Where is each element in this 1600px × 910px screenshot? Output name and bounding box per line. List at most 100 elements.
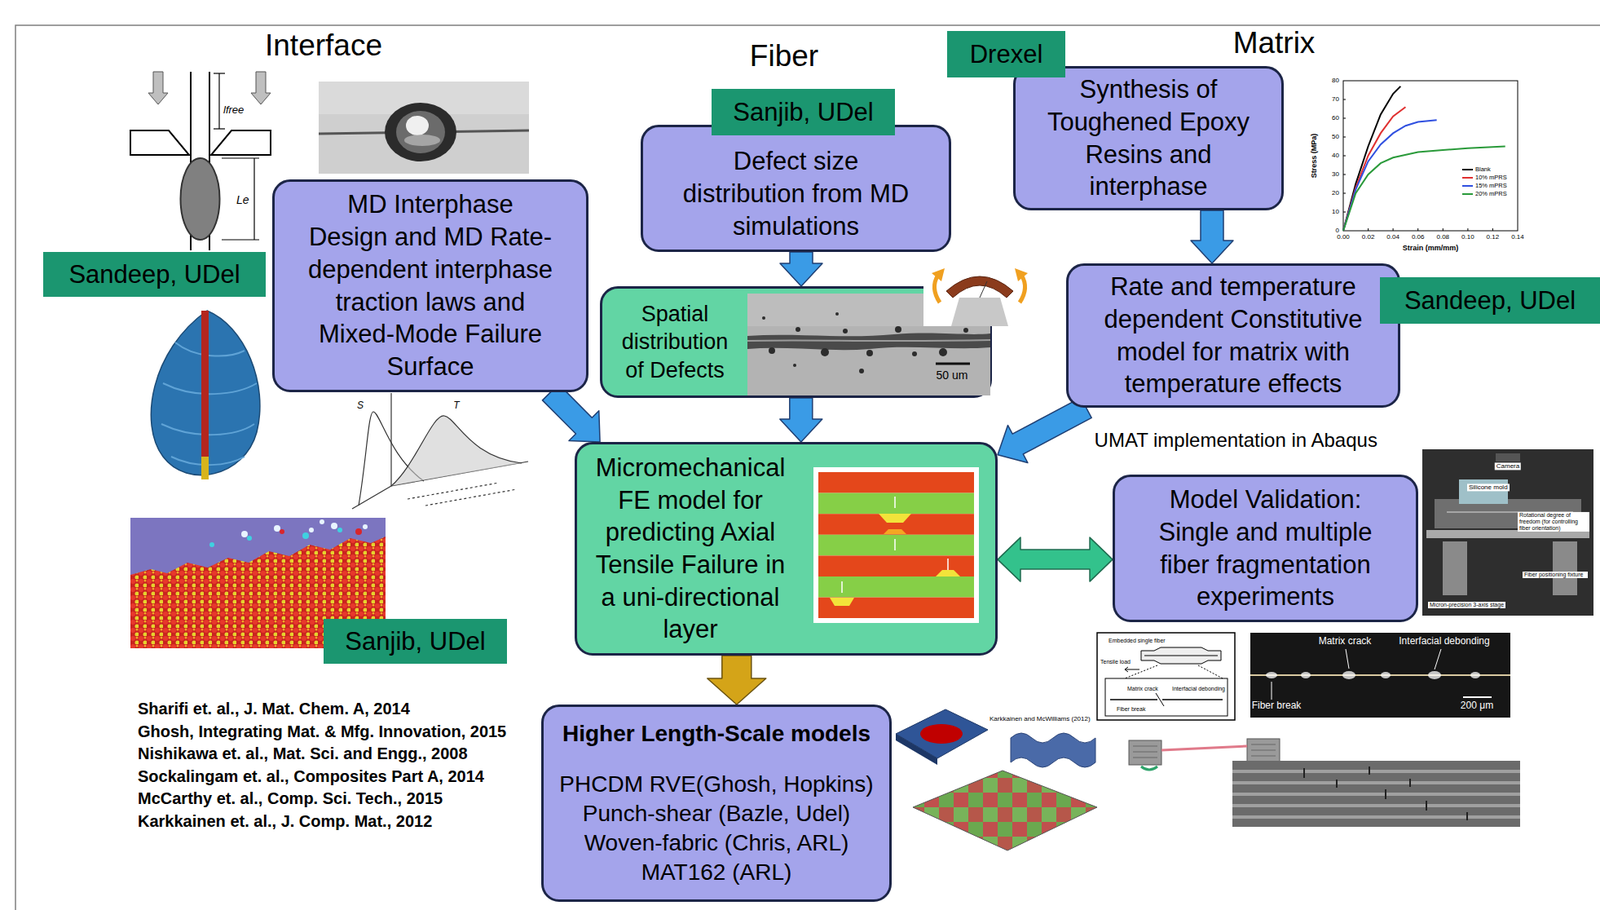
tick-label: 0.00 xyxy=(1336,233,1350,241)
box-text: Sandeep, UDel xyxy=(48,259,261,290)
fe-contour-image-part xyxy=(894,538,896,551)
figure-label-holder: 200 μm xyxy=(1460,700,1494,712)
droplet-photo-part xyxy=(405,115,429,136)
fe-contour-image-part xyxy=(841,581,843,593)
defect-micrograph-part xyxy=(820,348,829,357)
tick-label: 0.08 xyxy=(1436,233,1450,241)
figure-label: Interfacial debonding xyxy=(1398,635,1490,648)
defect-micrograph-part xyxy=(894,326,902,333)
xray-image-part xyxy=(1232,769,1521,773)
clamp-tow-image-part xyxy=(1247,738,1280,763)
fe-contour-image-part xyxy=(894,496,896,508)
defect-micrograph-part xyxy=(793,363,797,367)
reference-text: Sockalingam et. al., Composites Part A, … xyxy=(137,766,485,785)
figure-label-holder: Camera xyxy=(1494,462,1521,470)
figure-label-holder: Fiber break xyxy=(1251,700,1302,712)
legend-text-holder: 10% mPRS xyxy=(1475,174,1508,182)
curved-beam-icon-part xyxy=(931,268,945,282)
box-text: MD Interphase Design and MD Rate-depende… xyxy=(306,188,555,383)
fragmentation-micrograph-part xyxy=(1380,671,1391,679)
higher-scale-model-images xyxy=(895,709,1098,851)
box-text: Sanjib, UDel xyxy=(328,625,503,657)
fragmentation-micrograph-part xyxy=(1265,670,1481,679)
box-text: Sanjib, UDel xyxy=(716,96,891,128)
fragmentation-specimen-schematic-part xyxy=(1141,647,1221,664)
md-atoms-image-part xyxy=(337,527,343,533)
traction-plot-part xyxy=(407,482,517,506)
fragmentation-rig-photo-part xyxy=(1442,541,1468,596)
tick-label-holder: 50 xyxy=(1331,132,1340,141)
xray-image-part xyxy=(1232,792,1521,796)
author-tag: Sandeep, UDel xyxy=(43,251,266,297)
tick-label-holder: 0.04 xyxy=(1386,233,1400,241)
author-tag: Sanjib, UDel xyxy=(711,88,895,136)
droplet-photo-part xyxy=(384,102,457,162)
tick-label-holder: 0.00 xyxy=(1336,233,1350,241)
fragmentation-micrograph-part xyxy=(1250,632,1511,718)
box-text: Spatial distribution of Defects xyxy=(613,299,737,385)
figure-label-holder: Fiber break xyxy=(1116,705,1146,713)
pushout-schematic-part xyxy=(211,130,271,155)
legend-sample xyxy=(1462,185,1473,187)
fragmentation-specimen-schematic-part xyxy=(1124,666,1140,672)
fragmentation-rig-photo-part xyxy=(1495,453,1521,462)
figure-label: Embedded single fiber xyxy=(1108,637,1166,644)
fragmentation-specimen-schematic-part xyxy=(1105,678,1228,716)
pushout-schematic xyxy=(130,71,271,251)
defect-micrograph-part xyxy=(938,348,948,357)
page-frame xyxy=(15,25,1600,910)
tick-label: 20 xyxy=(1331,189,1340,197)
legend-sample xyxy=(1462,176,1473,179)
tick-label-holder: 0.14 xyxy=(1511,233,1525,241)
md-atoms-image-part xyxy=(319,519,325,525)
pushout-schematic-part xyxy=(253,158,255,240)
tick-label: 40 xyxy=(1331,151,1340,159)
defect-micrograph-part xyxy=(912,351,917,357)
figure-label-holder: Interface xyxy=(264,28,383,64)
figure-label: Matrix crack xyxy=(1127,685,1159,693)
curved-beam-icon-part xyxy=(951,297,1009,327)
figure-label: 200 μm xyxy=(1460,700,1494,712)
tick-label: 0.12 xyxy=(1486,233,1500,241)
figure-label: Fiber xyxy=(749,39,819,75)
fragmentation-micrograph-part xyxy=(1342,670,1356,679)
md-atoms-image-part xyxy=(279,528,285,534)
process-box: Rate and temperature dependent Constitut… xyxy=(1066,263,1401,408)
figure-label-holder: Fiber xyxy=(749,39,819,75)
author-tag: Sanjib, UDel xyxy=(323,618,507,664)
figure-label-holder: Silicone mold xyxy=(1467,483,1510,491)
fragmentation-specimen-schematic xyxy=(1097,632,1235,720)
tick-label: 0 xyxy=(1335,226,1340,234)
md-atoms-image-part xyxy=(209,542,215,547)
higher-scale-model-images-part xyxy=(920,723,963,744)
reference-text-holder: Sockalingam et. al., Composites Part A, … xyxy=(137,766,485,785)
tick-label-holder: 30 xyxy=(1331,170,1340,178)
figure-label-holder: 50 um xyxy=(936,368,969,382)
fragmentation-rig-photo-part xyxy=(1422,449,1594,616)
fragmentation-micrograph-part xyxy=(1271,648,1442,700)
pushout-schematic-part xyxy=(148,71,168,105)
box-text: Model Validation: Single and multiple fi… xyxy=(1134,483,1397,613)
figure-label-holder: lfree xyxy=(223,104,244,117)
traction-plot xyxy=(352,392,529,509)
block-arrow xyxy=(542,383,601,442)
reference-text: McCarthy et. al., Comp. Sci. Tech., 2015 xyxy=(137,788,443,808)
edge-label: UMAT implementation in Abaqus xyxy=(1093,428,1380,452)
stress-strain-chart-part xyxy=(1343,80,1518,231)
defect-micrograph-part xyxy=(747,339,991,341)
block-arrow xyxy=(1190,210,1234,264)
legend-text: 15% mPRS xyxy=(1475,182,1508,190)
fragmentation-rig-photo-part xyxy=(1552,541,1578,596)
md-atoms-image-part xyxy=(302,532,309,539)
droplet-photo-part xyxy=(318,81,529,174)
figure-label-holder: Fiber positioning fixture xyxy=(1522,571,1588,578)
pushout-schematic-part xyxy=(221,157,260,159)
defect-micrograph-part xyxy=(795,326,801,332)
legend-text-holder: 15% mPRS xyxy=(1475,182,1508,190)
author-tag: Sandeep, UDel xyxy=(1379,277,1600,324)
process-box: MD Interphase Design and MD Rate-depende… xyxy=(272,179,589,393)
tick-label: 10 xyxy=(1331,207,1340,216)
figure-label-holder: Matrix crack xyxy=(1318,635,1372,648)
fe-contour-image-part xyxy=(813,467,979,623)
fragmentation-specimen-schematic-part xyxy=(1097,632,1235,720)
